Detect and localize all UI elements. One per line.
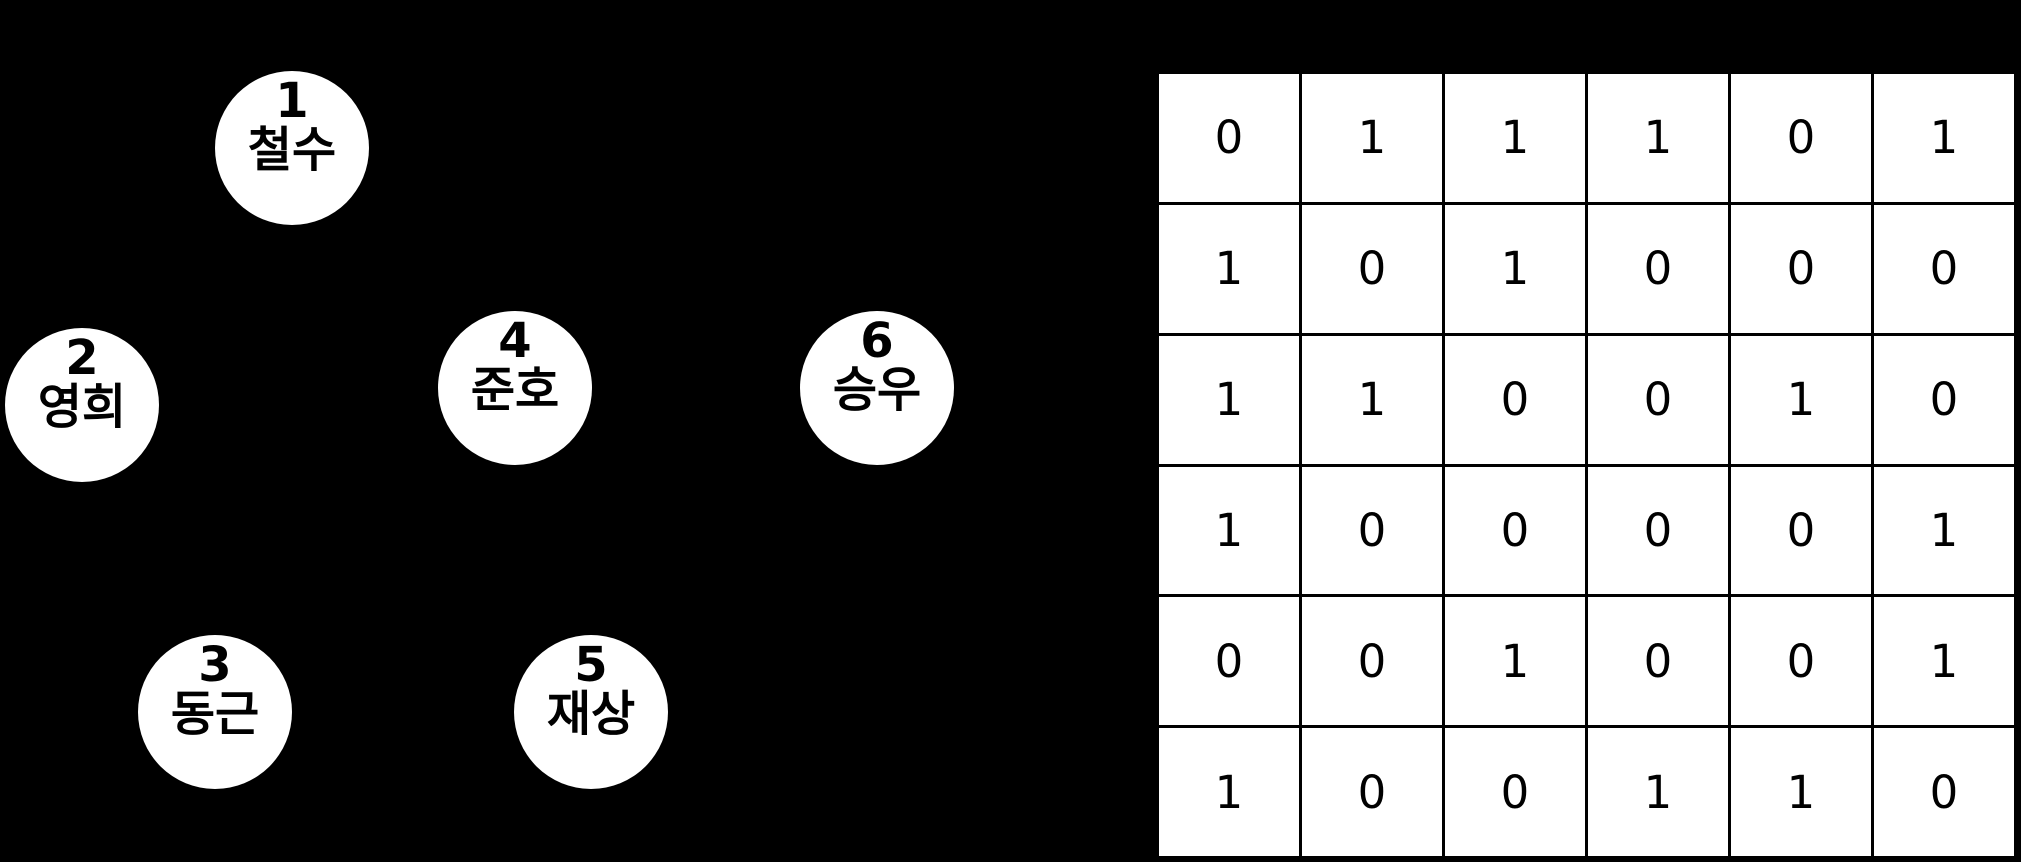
node-name: 철수	[247, 122, 337, 178]
matrix-cell-r3c1: 1	[1159, 335, 1299, 464]
node-label: 5 재상	[547, 641, 635, 739]
matrix-cell-r4c4: 0	[1588, 466, 1728, 595]
matrix-cell-r3c3: 0	[1445, 335, 1585, 464]
node-name: 영희	[37, 379, 127, 435]
matrix-cell-r5c5: 0	[1731, 597, 1871, 726]
matrix-cell-r1c5: 0	[1731, 74, 1871, 202]
node-number: 1	[275, 73, 309, 129]
matrix-cell-r6c1: 1	[1159, 728, 1299, 856]
graph-node-2: 2 영희	[5, 328, 159, 482]
matrix-cell-r2c4: 0	[1588, 204, 1728, 333]
matrix-cell-r3c2: 1	[1302, 335, 1442, 464]
matrix-cell-r4c3: 0	[1445, 466, 1585, 595]
node-number: 3	[198, 637, 232, 693]
matrix-cell-r2c2: 0	[1302, 204, 1442, 333]
node-label: 2 영희	[38, 334, 126, 432]
graph-node-3: 3 동근	[138, 635, 292, 789]
matrix-cell-r2c3: 1	[1445, 204, 1585, 333]
matrix-cell-r1c1: 0	[1159, 74, 1299, 202]
node-name: 동근	[170, 686, 260, 742]
node-label: 4 준호	[471, 317, 559, 415]
matrix-cell-r3c6: 0	[1874, 335, 2014, 464]
matrix-cell-r5c1: 0	[1159, 597, 1299, 726]
matrix-cell-r1c3: 1	[1445, 74, 1585, 202]
matrix-cell-r5c6: 1	[1874, 597, 2014, 726]
matrix-cell-r5c4: 0	[1588, 597, 1728, 726]
matrix-cell-r3c4: 0	[1588, 335, 1728, 464]
graph-node-4: 4 준호	[438, 311, 592, 465]
matrix-cell-r4c1: 1	[1159, 466, 1299, 595]
matrix-cell-r1c6: 1	[1874, 74, 2014, 202]
node-number: 4	[498, 313, 532, 369]
matrix-cell-r6c2: 0	[1302, 728, 1442, 856]
graph-node-5: 5 재상	[514, 635, 668, 789]
matrix-cell-r6c6: 0	[1874, 728, 2014, 856]
graph-node-1: 1 철수	[215, 71, 369, 225]
node-number: 2	[65, 330, 99, 386]
node-number: 5	[574, 637, 608, 693]
matrix-cell-r2c5: 0	[1731, 204, 1871, 333]
node-label: 3 동근	[171, 641, 259, 739]
node-name: 승우	[832, 362, 922, 418]
node-label: 1 철수	[248, 77, 336, 175]
matrix-cell-r4c2: 0	[1302, 466, 1442, 595]
matrix-cell-r6c4: 1	[1588, 728, 1728, 856]
matrix-cell-r1c4: 1	[1588, 74, 1728, 202]
matrix-cell-r1c2: 1	[1302, 74, 1442, 202]
matrix-cell-r3c5: 1	[1731, 335, 1871, 464]
matrix-cell-r5c3: 1	[1445, 597, 1585, 726]
matrix-cell-r4c6: 1	[1874, 466, 2014, 595]
node-number: 6	[860, 313, 894, 369]
matrix-cell-r5c2: 0	[1302, 597, 1442, 726]
matrix-cell-r2c1: 1	[1159, 204, 1299, 333]
node-label: 6 승우	[833, 317, 921, 415]
graph-node-6: 6 승우	[800, 311, 954, 465]
matrix-cell-r6c3: 0	[1445, 728, 1585, 856]
matrix-cell-r2c6: 0	[1874, 204, 2014, 333]
matrix-cell-r6c5: 1	[1731, 728, 1871, 856]
adjacency-matrix: 0 1 1 1 0 1 1 0 1 0 0 0 1 1 0 0 1 0 1 0 …	[1156, 71, 2017, 859]
matrix-cell-r4c5: 0	[1731, 466, 1871, 595]
node-name: 재상	[546, 686, 636, 742]
node-name: 준호	[470, 362, 560, 418]
